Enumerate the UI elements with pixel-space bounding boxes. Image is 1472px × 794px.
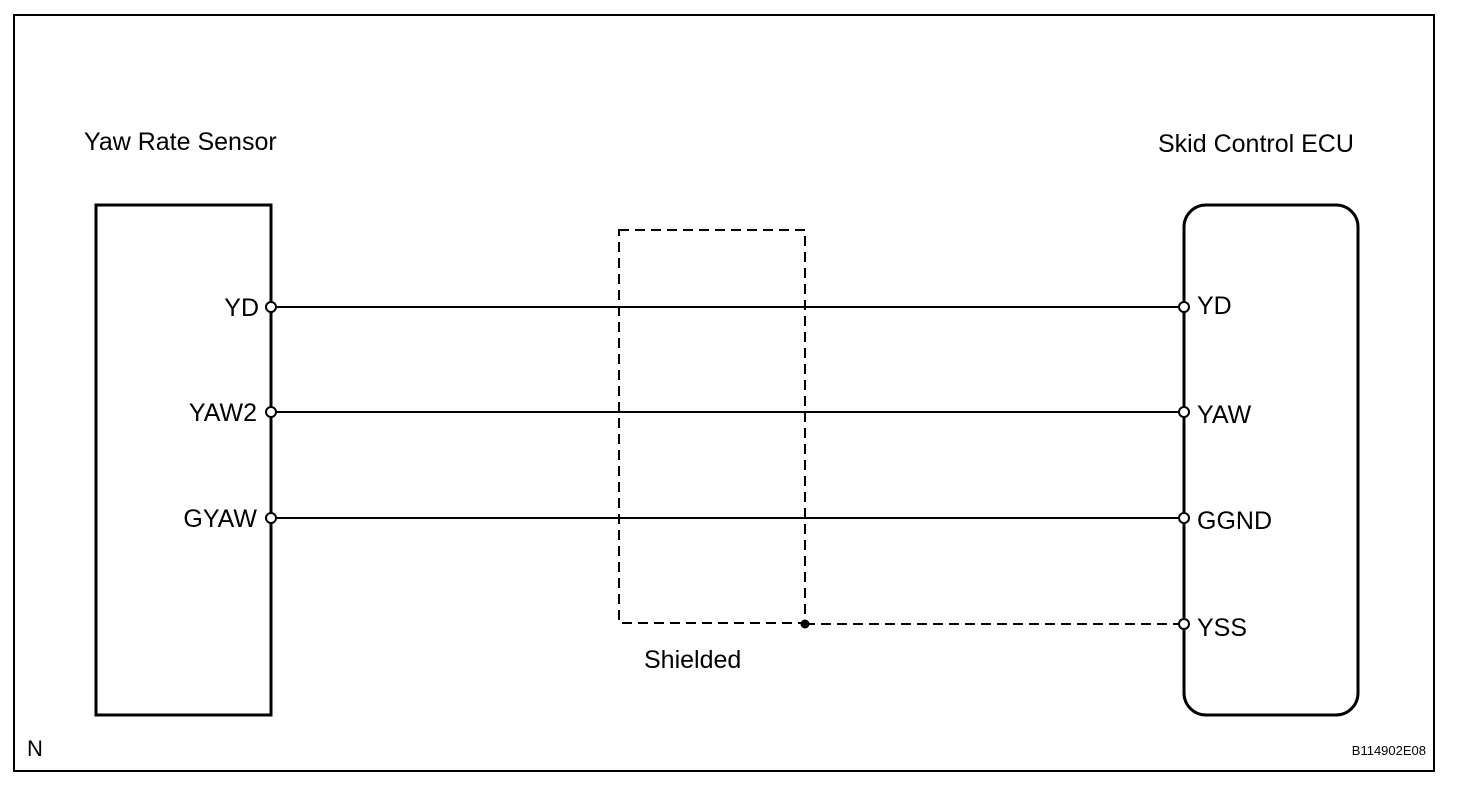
- corner-mark: N: [27, 736, 43, 761]
- ecu-pin-yss-terminal: [1178, 618, 1190, 630]
- figure-code: B114902E08: [1352, 743, 1426, 758]
- shield-label: Shielded: [644, 646, 741, 674]
- skid-control-ecu-box: [1182, 203, 1360, 717]
- sensor-pin-label-yd: YD: [224, 294, 259, 322]
- shield-junction-dot: [800, 619, 810, 629]
- yaw-rate-sensor-title: Yaw Rate Sensor: [84, 128, 277, 156]
- ecu-pin-yd-terminal: [1178, 301, 1190, 313]
- ecu-pin-yaw-terminal: [1178, 406, 1190, 418]
- sensor-pin-gyaw-terminal: [265, 512, 277, 524]
- sensor-pin-yd-terminal: [265, 301, 277, 313]
- yaw-rate-sensor-box: [94, 203, 273, 717]
- ecu-pin-label-yd: YD: [1197, 292, 1232, 320]
- ecu-pin-label-ggnd: GGND: [1197, 507, 1272, 535]
- ecu-pin-label-yaw: YAW: [1197, 401, 1252, 429]
- skid-control-ecu-title: Skid Control ECU: [1158, 130, 1354, 158]
- diagram-frame: [13, 14, 1435, 772]
- shield-enclosure: [618, 229, 806, 624]
- sensor-pin-yaw2-terminal: [265, 406, 277, 418]
- sensor-pin-label-gyaw: GYAW: [183, 505, 257, 533]
- ecu-pin-label-yss: YSS: [1197, 614, 1247, 642]
- ecu-pin-ggnd-terminal: [1178, 512, 1190, 524]
- sensor-pin-label-yaw2: YAW2: [189, 399, 257, 427]
